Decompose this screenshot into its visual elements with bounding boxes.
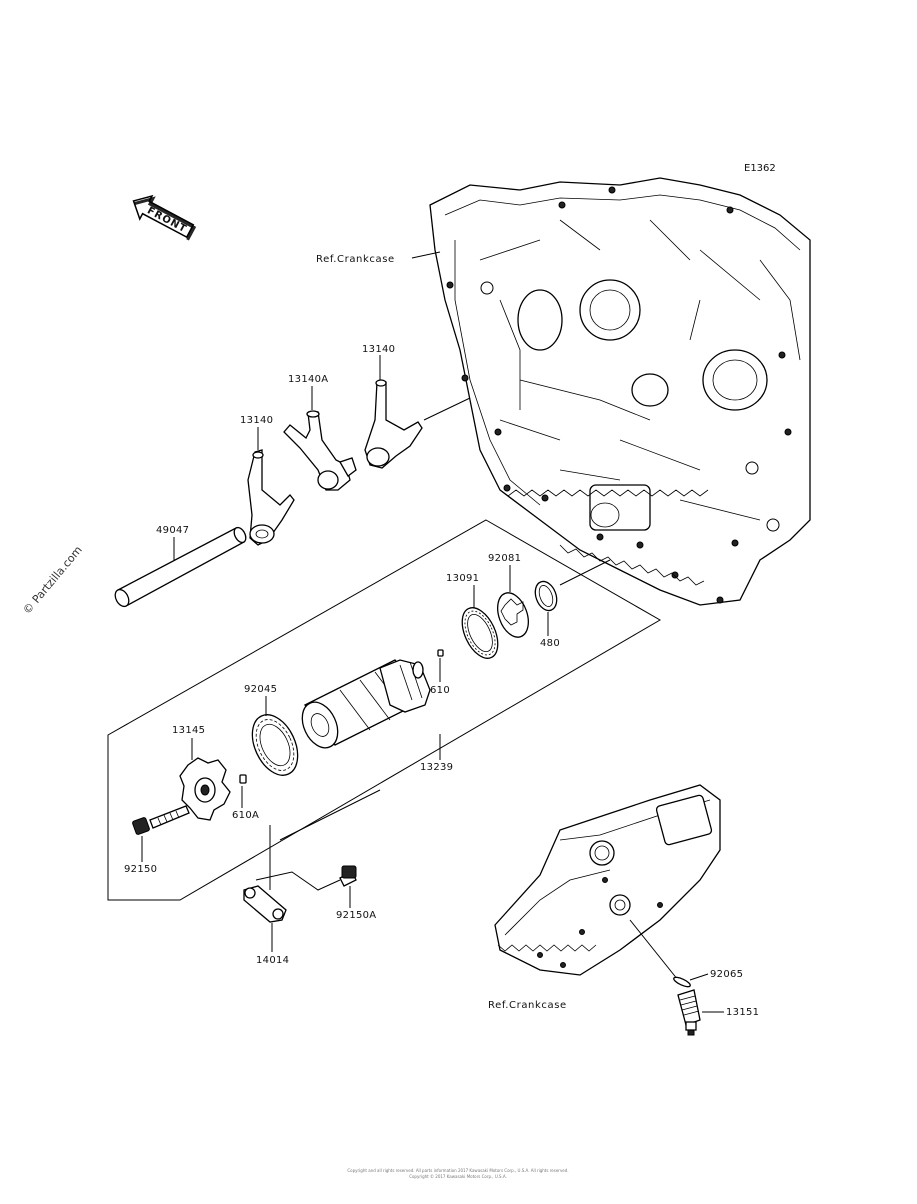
bolt-92150: [132, 805, 190, 835]
label-13140-right: 13140: [362, 344, 395, 355]
label-13151: 13151: [726, 1007, 759, 1018]
label-14014: 14014: [256, 955, 289, 966]
circlip-480: [534, 580, 558, 612]
label-49047: 49047: [156, 525, 189, 536]
watermark: © Partzilla.com: [20, 544, 85, 617]
footer-copyright-line2: Copyright © 2017 Kawasaki Motors Corp., …: [409, 1174, 507, 1179]
bolt-92150A: [339, 865, 357, 887]
shift-fork-shaft-49047: [114, 526, 247, 608]
footer-copyright-line1: Copyright and all rights reserved. All p…: [347, 1168, 568, 1173]
label-13140A: 13140A: [288, 374, 328, 385]
label-92045: 92045: [244, 684, 277, 695]
label-480: 480: [540, 638, 560, 649]
leader-fork-to-case: [423, 397, 471, 421]
assembly-bracket-frame: [107, 519, 661, 901]
leader-bolt-lever: [255, 871, 341, 891]
label-92081: 92081: [488, 553, 521, 564]
shift-fork-13140-left: [247, 449, 295, 546]
label-610: 610: [430, 685, 450, 696]
label-13145: 13145: [172, 725, 205, 736]
ref-crankcase-bottom-label: Ref.Crankcase: [488, 1000, 567, 1011]
washer-92081: [497, 592, 529, 638]
shift-fork-13140A: [283, 410, 357, 491]
label-13091: 13091: [446, 573, 479, 584]
label-92150: 92150: [124, 864, 157, 875]
crankcase-lower: [494, 784, 721, 976]
shift-drum-gear-13145: [179, 757, 231, 821]
bearing-92045: [251, 714, 299, 776]
label-13140-left: 13140: [240, 415, 273, 426]
label-92065: 92065: [710, 969, 743, 980]
bearing-13091: [461, 607, 499, 659]
neutral-switch-13151: [677, 989, 701, 1036]
shift-drum-13239: [301, 659, 431, 749]
shift-fork-13140-right: [364, 379, 423, 469]
ref-crankcase-top-label: Ref.Crankcase: [316, 254, 395, 265]
label-92150A: 92150A: [336, 910, 376, 921]
crankcase-upper: [429, 177, 811, 606]
washer-92065: [673, 976, 691, 988]
shift-cam-lever-14014: [243, 885, 287, 923]
diagram-code: E1362: [744, 163, 776, 174]
pin-610: [437, 649, 444, 657]
pin-610A: [239, 774, 247, 784]
label-610A: 610A: [232, 810, 259, 821]
svg-text:© Partzilla.com: © Partzilla.com: [20, 544, 85, 617]
leader-switch-to-case: [629, 919, 683, 986]
label-13239: 13239: [420, 762, 453, 773]
leader-ref-crankcase-top: [411, 251, 441, 259]
front-arrow-icon: FRONT: [132, 194, 197, 241]
